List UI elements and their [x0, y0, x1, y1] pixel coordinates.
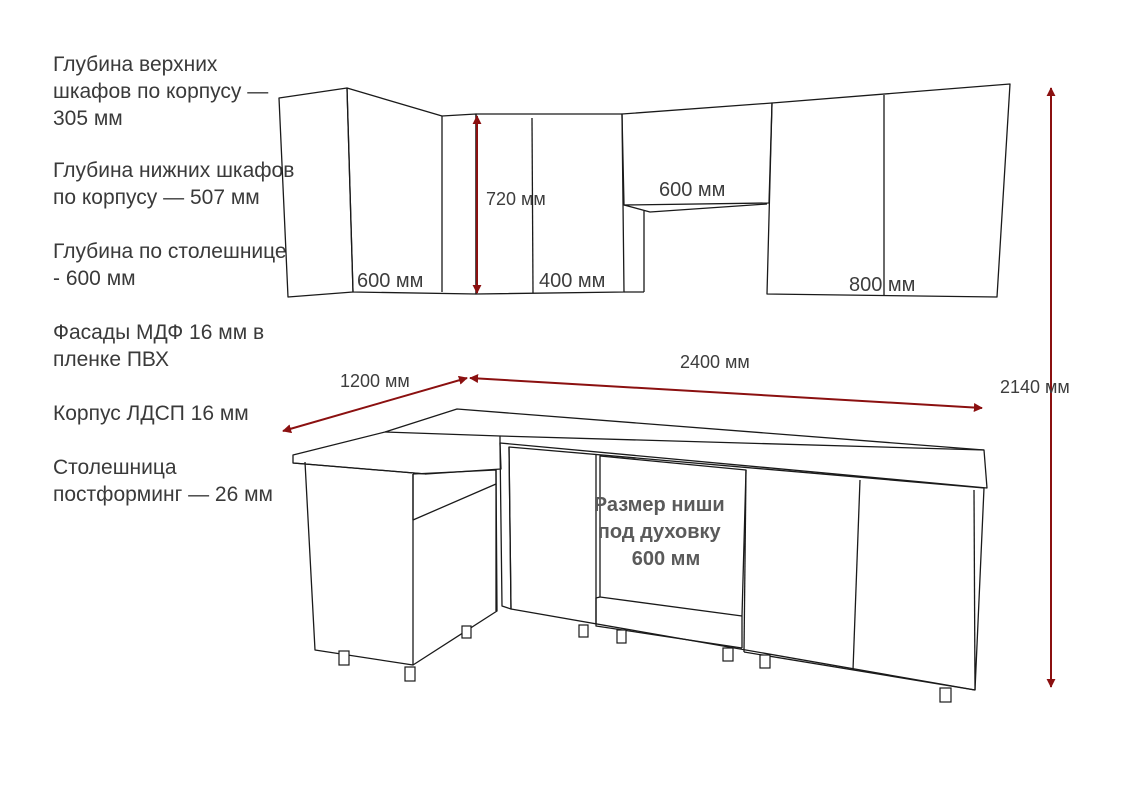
dim-label-upper-height: 720 мм	[486, 189, 546, 209]
leg	[404, 666, 416, 682]
leg	[722, 647, 734, 662]
dim-label-upper-800: 800 мм	[849, 274, 915, 296]
dim-label-side-length: 1200 мм	[340, 371, 410, 391]
dim-label-upper-600-left: 600 мм	[357, 270, 423, 292]
spec-line: Фасады МДФ 16 мм в	[53, 321, 265, 344]
spec-upper-depth: Глубина верхних шкафов по корпусу — 305 …	[53, 51, 353, 132]
leg	[461, 625, 472, 639]
spec-countertop-depth: Глубина по столешнице - 600 мм	[53, 238, 353, 292]
dim-label-main-length: 2400 мм	[680, 352, 750, 372]
leg	[578, 624, 589, 638]
oven-niche-line: Размер ниши	[594, 494, 725, 516]
oven-niche-line: под духовку	[598, 521, 722, 543]
leg	[939, 687, 952, 703]
cabinet-legs	[338, 624, 952, 703]
spec-carcass: Корпус ЛДСП 16 мм	[53, 400, 353, 427]
upper-cabinet-800	[766, 83, 1011, 298]
spec-line: постформинг — 26 мм	[53, 483, 273, 506]
countertop	[292, 408, 988, 489]
spec-worktop: Столешница постформинг — 26 мм	[53, 454, 353, 508]
spec-line: Столешница	[53, 456, 177, 479]
lower-cabinets	[292, 408, 988, 691]
spec-line: Глубина нижних шкафов	[53, 159, 295, 182]
spec-line: Глубина верхних	[53, 53, 218, 76]
oven-niche-caption: Размер ниши под духовку 600 мм	[594, 494, 730, 570]
arrow-main-length	[469, 373, 983, 413]
spec-line: шкафов по корпусу —	[53, 80, 269, 103]
spec-lower-depth: Глубина нижних шкафов по корпусу — 507 м…	[53, 157, 353, 211]
spec-line: - 600 мм	[53, 267, 136, 290]
dimension-arrows	[282, 87, 1056, 688]
upper-cabinets	[278, 83, 1011, 298]
spec-line: 305 мм	[53, 107, 123, 130]
dim-label-total-height: 2140 мм	[1000, 377, 1070, 397]
upper-cabinet-left-end	[278, 87, 354, 298]
oven-niche-line: 600 мм	[632, 548, 701, 570]
upper-cabinet-600	[346, 87, 477, 295]
spec-line: Глубина по столешнице	[53, 240, 287, 263]
spec-line: Корпус ЛДСП 16 мм	[53, 402, 249, 425]
lower-corner-cabinet	[304, 461, 414, 666]
dim-label-upper-600-hood: 600 мм	[659, 179, 725, 201]
spec-line: по корпусу — 507 мм	[53, 186, 260, 209]
leg	[759, 654, 771, 669]
arrow-side-length	[282, 375, 468, 434]
dim-label-upper-400: 400 мм	[539, 270, 605, 292]
spec-facades: Фасады МДФ 16 мм в пленке ПВХ	[53, 319, 353, 373]
leg	[338, 650, 350, 666]
spec-line: пленке ПВХ	[53, 348, 170, 371]
leg	[616, 629, 627, 644]
